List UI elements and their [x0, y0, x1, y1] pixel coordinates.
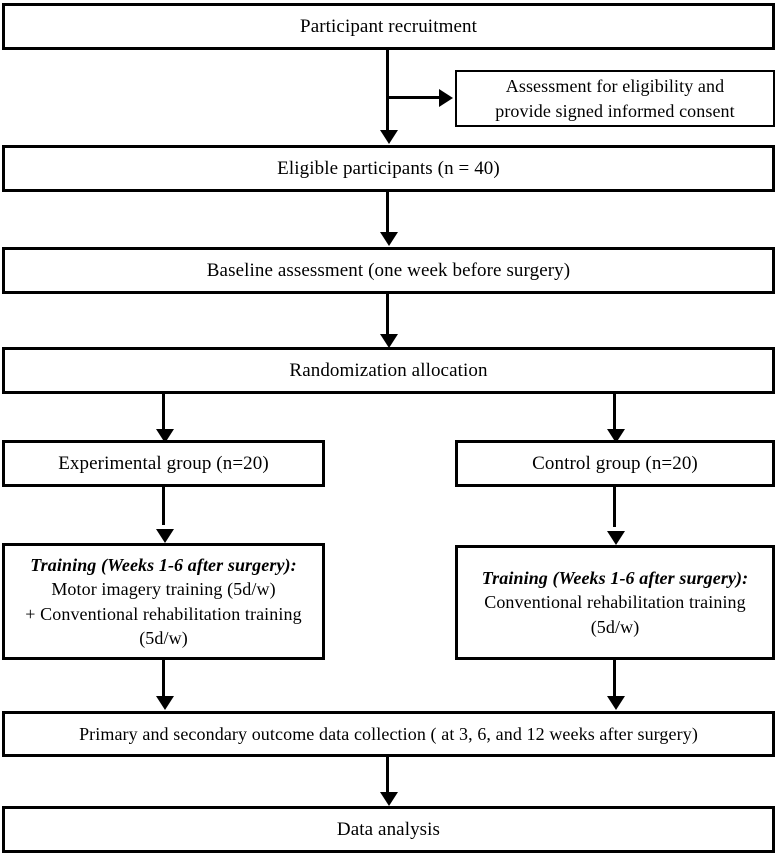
node-data-analysis-label: Data analysis: [336, 818, 441, 840]
node-randomization-allocation-label: Randomization allocation: [289, 359, 488, 381]
connector-baseline-to-randomization-line: [386, 294, 389, 337]
node-experimental-training: Training (Weeks 1-6 after surgery): Moto…: [2, 543, 325, 660]
connector-recruitment-to-assessment-arrow: [439, 89, 453, 107]
node-control-training-line-1: Training (Weeks 1-6 after surgery):: [481, 568, 749, 589]
connector-randomization-to-control-line: [613, 394, 616, 432]
node-experimental-training-line-3: + Conventional rehabilitation training: [25, 603, 302, 624]
connector-recruitment-to-eligible-arrow: [380, 130, 398, 144]
node-participant-recruitment-label: Participant recruitment: [300, 15, 477, 37]
node-eligibility-assessment: Assessment for eligibility and provide s…: [455, 70, 775, 127]
connector-control-to-training-line: [613, 487, 616, 527]
connector-experimental-training-to-outcome-arrow: [156, 696, 174, 710]
node-participant-recruitment: Participant recruitment: [2, 3, 775, 50]
node-outcome-data-collection: Primary and secondary outcome data colle…: [2, 711, 775, 757]
node-eligibility-assessment-line-2: provide signed informed consent: [495, 100, 735, 121]
connector-randomization-to-experimental-arrow: [156, 429, 174, 443]
node-eligible-participants-label: Eligible participants (n = 40): [277, 157, 500, 179]
node-baseline-assessment-label: Baseline assessment (one week before sur…: [206, 259, 571, 281]
node-baseline-assessment: Baseline assessment (one week before sur…: [2, 247, 775, 294]
node-data-analysis: Data analysis: [2, 806, 775, 853]
node-control-training-line-2: Conventional rehabilitation training: [484, 592, 746, 613]
connector-eligible-to-baseline-arrow: [380, 232, 398, 246]
node-control-group-label: Control group (n=20): [532, 452, 698, 474]
connector-randomization-to-experimental-line: [162, 394, 165, 432]
node-outcome-data-collection-label: Primary and secondary outcome data colle…: [79, 723, 698, 744]
connector-randomization-to-control-arrow: [607, 429, 625, 443]
node-control-group: Control group (n=20): [455, 440, 775, 487]
connector-control-training-to-outcome-line: [613, 660, 616, 698]
connector-outcome-to-analysis-line: [386, 757, 389, 795]
connector-outcome-to-analysis-arrow: [380, 792, 398, 806]
node-experimental-group: Experimental group (n=20): [2, 440, 325, 487]
node-experimental-group-label: Experimental group (n=20): [58, 452, 269, 474]
connector-experimental-to-training-line: [162, 487, 165, 525]
node-experimental-training-line-4: (5d/w): [139, 627, 188, 648]
connector-experimental-training-to-outcome-line: [162, 660, 165, 698]
connector-control-to-training-arrow: [607, 531, 625, 545]
connector-eligible-to-baseline-line: [386, 192, 389, 235]
connector-recruitment-to-assessment-line: [386, 96, 441, 99]
node-control-training: Training (Weeks 1-6 after surgery): Conv…: [455, 545, 775, 660]
node-randomization-allocation: Randomization allocation: [2, 347, 775, 394]
connector-control-training-to-outcome-arrow: [607, 696, 625, 710]
connector-baseline-to-randomization-arrow: [380, 334, 398, 348]
node-experimental-training-line-1: Training (Weeks 1-6 after surgery):: [30, 554, 297, 575]
node-eligible-participants: Eligible participants (n = 40): [2, 145, 775, 192]
connector-recruitment-trunk: [386, 50, 389, 132]
node-eligibility-assessment-line-1: Assessment for eligibility and: [505, 76, 725, 97]
connector-experimental-to-training-arrow: [156, 529, 174, 543]
node-control-training-line-3: (5d/w): [590, 616, 640, 637]
node-experimental-training-line-2: Motor imagery training (5d/w): [51, 579, 276, 600]
